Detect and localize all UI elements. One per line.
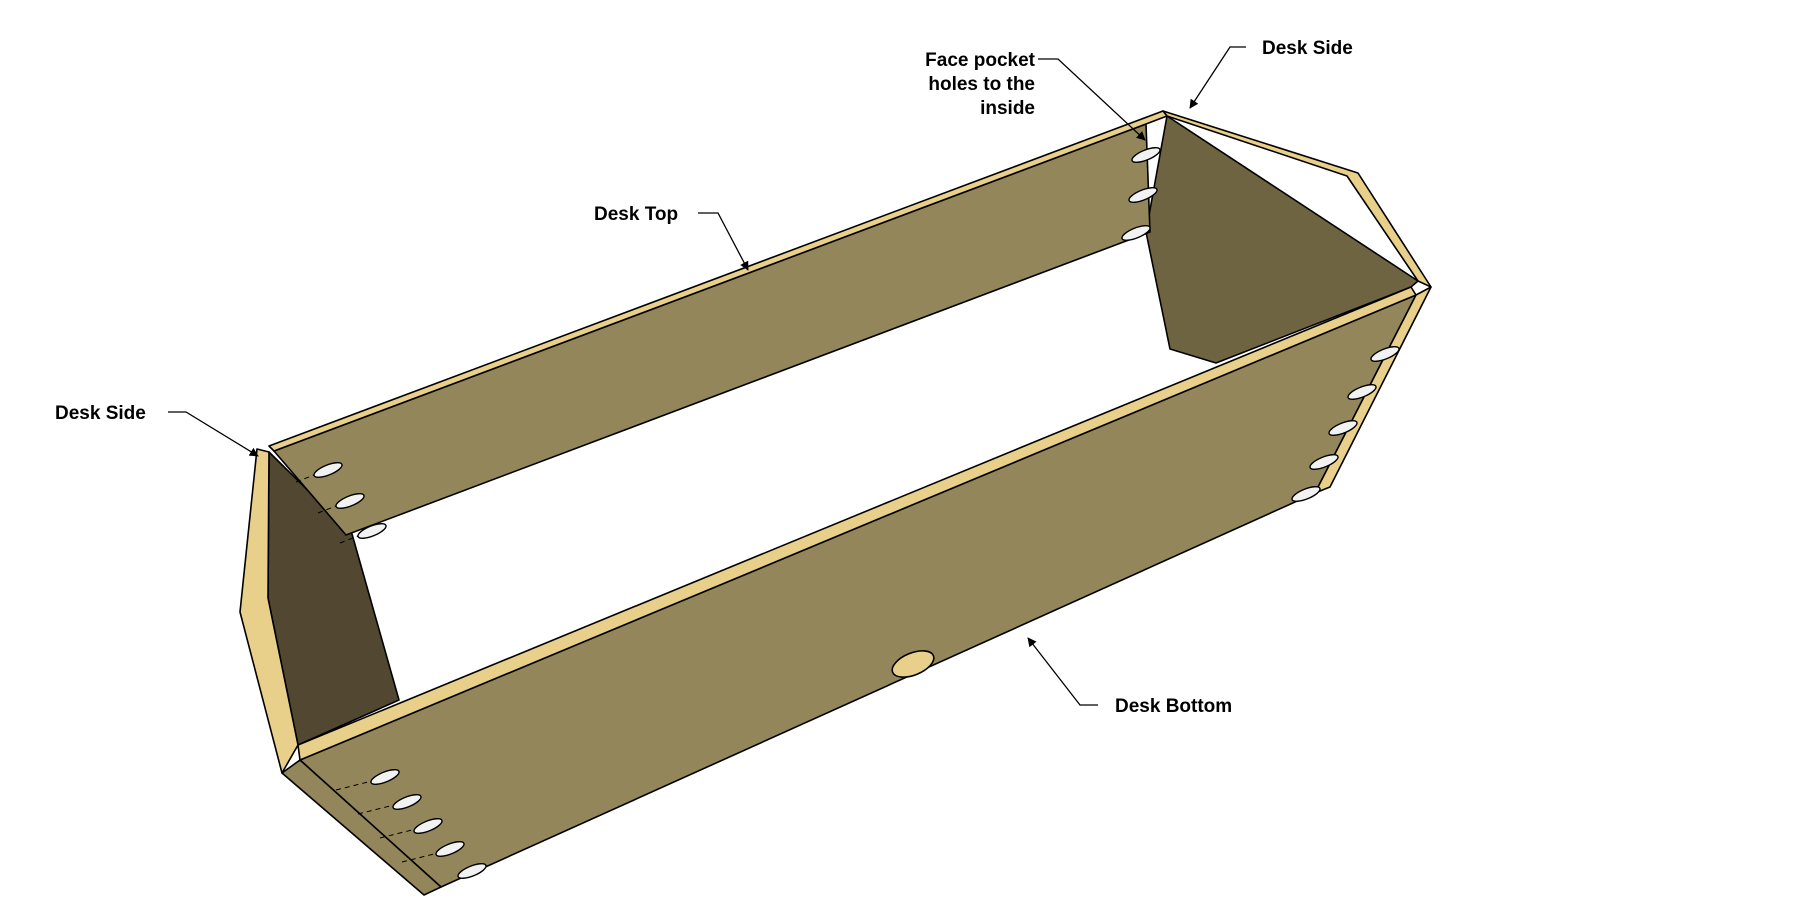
label-face-pocket-2: holes to the [928, 74, 1035, 95]
desk-top-edge [268, 110, 1168, 452]
leader-desk-side-left [168, 411, 259, 457]
label-desk-top: Desk Top [594, 204, 678, 225]
leader-desk-side-right [1189, 46, 1246, 109]
pocket-holes-top-left [295, 462, 387, 544]
grommet-hole [891, 650, 935, 678]
pocket-holes-top-right [1121, 147, 1161, 241]
leader-face-pocket [1038, 58, 1146, 141]
label-desk-side-left: Desk Side [55, 403, 146, 424]
desk-bottom-left-edge [281, 759, 442, 896]
pocket-holes-bottom-right [1291, 346, 1400, 502]
label-face-pocket-3: inside [980, 98, 1035, 119]
label-desk-side-right: Desk Side [1262, 38, 1353, 59]
label-face-pocket-1: Face pocket [925, 50, 1035, 71]
label-desk-bottom: Desk Bottom [1115, 696, 1232, 717]
pocket-holes-bottom-left [335, 769, 487, 879]
leader-desk-top [698, 212, 749, 271]
leader-desk-bottom [1027, 637, 1098, 706]
